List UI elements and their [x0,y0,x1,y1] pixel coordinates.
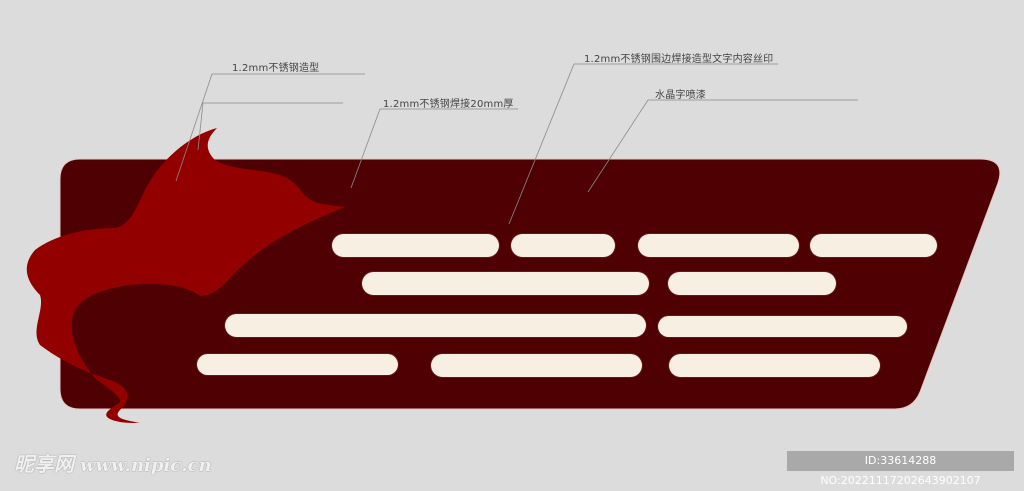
red-ribbon-shape [26,128,346,423]
text-bar [431,354,642,377]
leader-line-1-diagonal [175,73,213,182]
watermark-brand: 昵享网 [14,452,74,476]
signboard-design: 1.2mm不锈钢造型 1.2mm不锈钢焊接20mm厚 1.2mm不锈钢围边焊接造… [14,54,1014,487]
leader-lines [175,63,858,225]
text-bar [362,272,649,295]
leader-line-4-diagonal [508,63,575,225]
text-bar [225,314,646,337]
text-bar [511,234,615,257]
annotation-stainless-shape: 1.2mm不锈钢造型 [232,63,320,74]
annotation-border-weld-silkscreen: 1.2mm不锈钢围边焊接造型文字内容丝印 [584,54,774,65]
text-bar [669,354,880,377]
text-bar [668,272,836,295]
annotation-stainless-weld-thickness: 1.2mm不锈钢焊接20mm厚 [383,99,514,110]
text-bar [332,234,499,257]
watermark-url: www.nipic.cn [80,455,212,476]
image-id-tag: ID:33614288 NO:20221117202643902107 [787,451,1014,487]
text-bar [810,234,937,257]
text-bar [658,316,907,337]
leader-line-5-diagonal [587,99,649,193]
watermark: 昵享网 www.nipic.cn [14,448,212,477]
annotation-crystal-letters-paint: 水晶字喷漆 [655,90,706,101]
text-bar [638,234,799,257]
leader-line-3-diagonal [350,108,381,189]
leader-line-2-diagonal [197,102,204,151]
text-bar [197,354,398,375]
